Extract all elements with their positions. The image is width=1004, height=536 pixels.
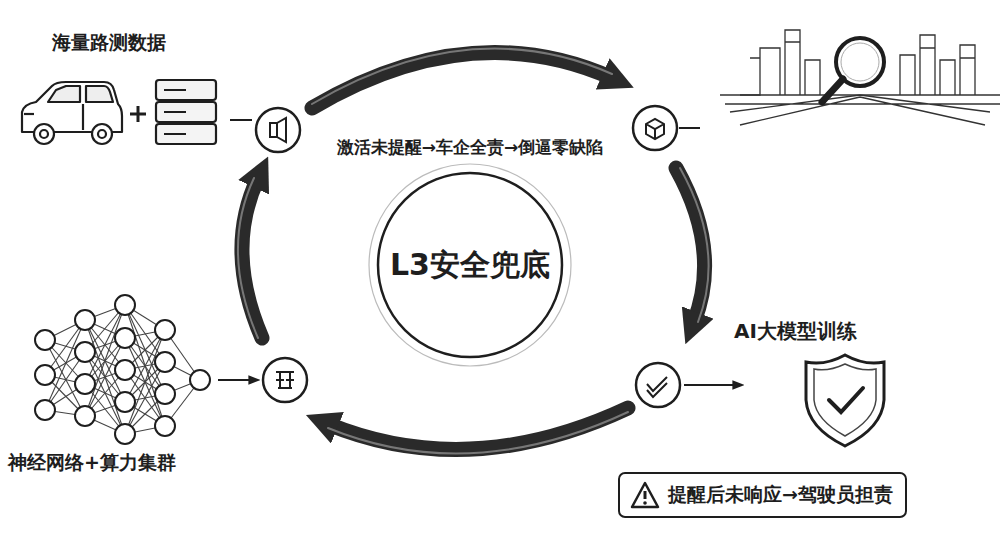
center-title: L3安全兜底 — [390, 245, 550, 286]
network-neuron — [115, 360, 135, 380]
network-neuron — [155, 416, 175, 436]
note-box: 提醒后未响应→驾驶员担责 — [618, 472, 907, 518]
note-text: 提醒后未响应→驾驶员担责 — [668, 482, 893, 508]
network-neuron — [35, 330, 55, 350]
network-neuron — [75, 310, 95, 330]
server-illustration — [156, 80, 216, 144]
network-neuron — [115, 424, 135, 444]
network-neuron — [155, 352, 175, 372]
caption-label: AI大模型训练 — [734, 318, 857, 345]
network-neuron — [155, 320, 175, 340]
leader-lines — [218, 120, 742, 385]
caption-label: 海量路测数据 — [52, 30, 166, 56]
network-neuron — [115, 392, 135, 412]
cycle-heading: 激活未提醒→车企全责→倒逼零缺陷 — [337, 136, 604, 159]
station-circles — [256, 106, 680, 407]
network-neuron — [190, 370, 210, 390]
station-icons — [270, 118, 667, 397]
cycle-arrows — [238, 49, 709, 454]
network-neuron — [155, 384, 175, 404]
network-neuron — [115, 328, 135, 348]
network-neuron — [35, 365, 55, 385]
sketch-ring — [369, 164, 571, 366]
circle-outline — [378, 173, 562, 357]
network-neuron — [75, 406, 95, 426]
center-circle: 激活未提醒→车企全责→倒逼零缺陷L3安全兜底 — [375, 170, 565, 360]
network-neuron — [75, 342, 95, 362]
warning-icon — [630, 481, 660, 509]
network-neuron — [75, 374, 95, 394]
car-illustration — [22, 82, 122, 144]
magnifier-icon — [822, 38, 884, 102]
caption-label: 神经网络+算力集群 — [8, 450, 176, 476]
city-illustration — [720, 30, 1000, 125]
plus-sign — [130, 106, 146, 122]
shield-icon — [806, 355, 884, 446]
network-neuron — [35, 400, 55, 420]
network-neuron — [115, 295, 135, 315]
neural-network-illustration — [35, 295, 210, 444]
